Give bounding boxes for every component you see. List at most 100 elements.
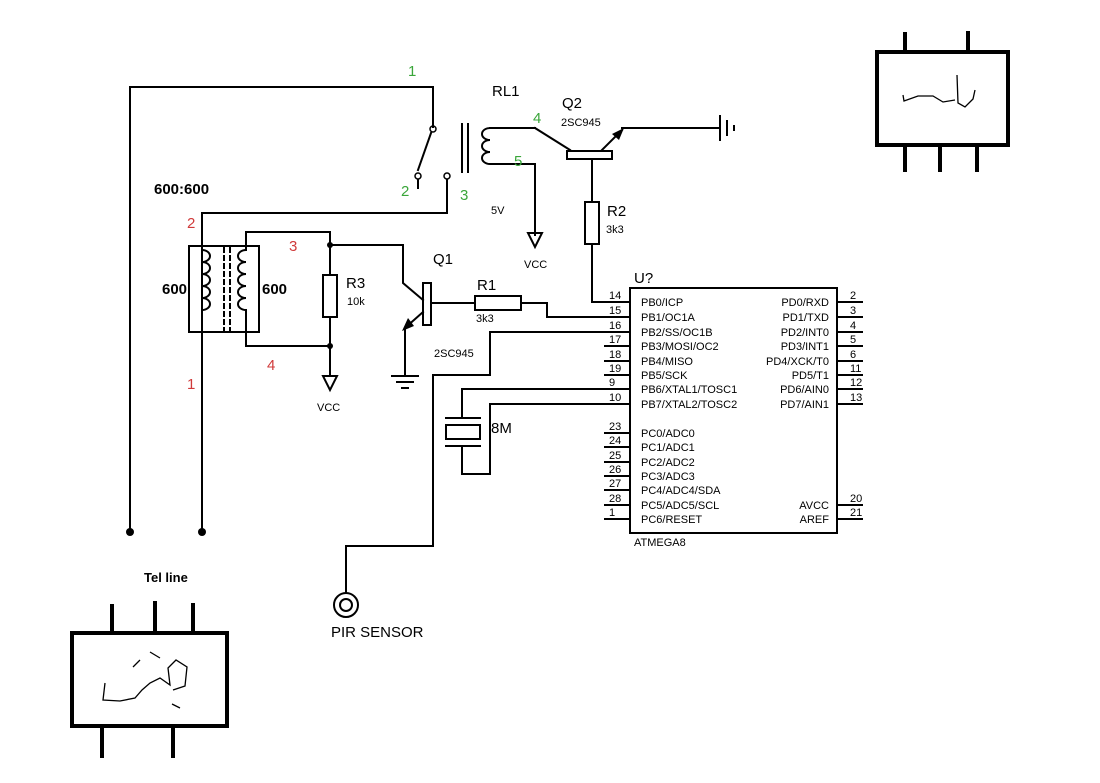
- pin-number: 19: [609, 363, 621, 375]
- pin-name: PC6/RESET: [641, 514, 702, 526]
- handwritten-mark: [102, 651, 188, 709]
- pin-name: PC1/ADC1: [641, 442, 695, 454]
- pin-name: PD0/RXD: [781, 297, 829, 309]
- q2-part: 2SC945: [561, 117, 601, 129]
- transistor-q1: Q1 2SC945: [329, 244, 476, 389]
- tel-line-wires: [126, 86, 434, 536]
- pin-name: PB3/MOSI/OC2: [641, 341, 719, 353]
- pin-name: PB5/SCK: [641, 370, 688, 382]
- pin-number: 3: [850, 305, 856, 317]
- top-right-connector: [875, 31, 1010, 172]
- pin-number: 16: [609, 320, 621, 332]
- pin-name: PB0/ICP: [641, 297, 683, 309]
- pin-number: 10: [609, 392, 621, 404]
- tel-line-connector: Tel line: [70, 570, 229, 758]
- pin-name: PC2/ADC2: [641, 457, 695, 469]
- r1-label: R1: [477, 277, 496, 294]
- pin-number: 28: [609, 493, 621, 505]
- relay-pin-3: 3: [460, 187, 468, 204]
- pin-number: 4: [850, 320, 856, 332]
- pin-name: PC0/ADC0: [641, 428, 695, 440]
- pin-name: AREF: [800, 514, 830, 526]
- pin-name: PD7/AIN1: [780, 399, 829, 411]
- pin-number: 1: [609, 507, 615, 519]
- pin-name: PB7/XTAL2/TOSC2: [641, 399, 737, 411]
- transformer-ratio: 600:600: [154, 181, 209, 198]
- transformer-pin-4: 4: [267, 357, 275, 374]
- pin-name: PB1/OC1A: [641, 312, 695, 324]
- ic-name: ATMEGA8: [634, 537, 686, 549]
- pir-label: PIR SENSOR: [331, 624, 424, 641]
- pin-name: PB4/MISO: [641, 356, 693, 368]
- crystal-label: 8M: [491, 420, 512, 437]
- transformer-600-600: 600:600 600 600 1 2 3 4: [154, 181, 331, 393]
- q1-label: Q1: [433, 251, 453, 268]
- pin-name: PB6/XTAL1/TOSC1: [641, 384, 737, 396]
- pin-name: PD5/T1: [792, 370, 829, 382]
- pin-number: 23: [609, 421, 621, 433]
- r2-value: 3k3: [606, 224, 624, 236]
- relay-label: RL1: [492, 83, 520, 100]
- pin-name: PD3/INT1: [781, 341, 829, 353]
- pin-name: AVCC: [799, 500, 829, 512]
- pin-number: 24: [609, 435, 621, 447]
- vcc-r3-label: VCC: [317, 402, 340, 414]
- pin-name: PD6/AIN0: [780, 384, 829, 396]
- pin-name: PC3/ADC3: [641, 471, 695, 483]
- pin-name: PD2/INT0: [781, 327, 829, 339]
- transformer-left: 600: [162, 281, 187, 298]
- relay-pin-5: 5: [514, 153, 522, 170]
- pin-name: PD4/XCK/T0: [766, 356, 829, 368]
- relay-pin-1: 1: [408, 63, 416, 80]
- r1-value: 3k3: [476, 313, 494, 325]
- pin-number: 18: [609, 349, 621, 361]
- pin-name: PC4/ADC4/SDA: [641, 485, 721, 497]
- pin-number: 15: [609, 305, 621, 317]
- tel-line-label: Tel line: [144, 570, 188, 585]
- q2-label: Q2: [562, 95, 582, 112]
- pin-number: 6: [850, 349, 856, 361]
- r2-label: R2: [607, 203, 626, 220]
- pin-number: 11: [850, 363, 861, 375]
- q1-part: 2SC945: [434, 348, 474, 360]
- pin-number: 2: [850, 290, 856, 302]
- transformer-pin-2: 2: [187, 215, 195, 232]
- pin-number: 25: [609, 450, 621, 462]
- r3-label: R3: [346, 275, 365, 292]
- ic-atmega8: U? ATMEGA8 14PB0/ICP15PB1/OC1A16PB2/SS/O…: [604, 270, 863, 549]
- pin-number: 21: [850, 507, 862, 519]
- transformer-right: 600: [262, 281, 287, 298]
- transformer-pin-1: 1: [187, 376, 195, 393]
- handwritten-mark: [902, 74, 976, 108]
- pin-number: 26: [609, 464, 621, 476]
- pin-number: 13: [850, 392, 862, 404]
- pin-number: 5: [850, 334, 856, 346]
- pir-sensor: PIR SENSOR: [331, 331, 631, 641]
- pin-name: PB2/SS/OC1B: [641, 327, 713, 339]
- relay-pin-4: 4: [533, 110, 541, 127]
- pin-number: 20: [850, 493, 862, 505]
- pin-name: PD1/TXD: [783, 312, 830, 324]
